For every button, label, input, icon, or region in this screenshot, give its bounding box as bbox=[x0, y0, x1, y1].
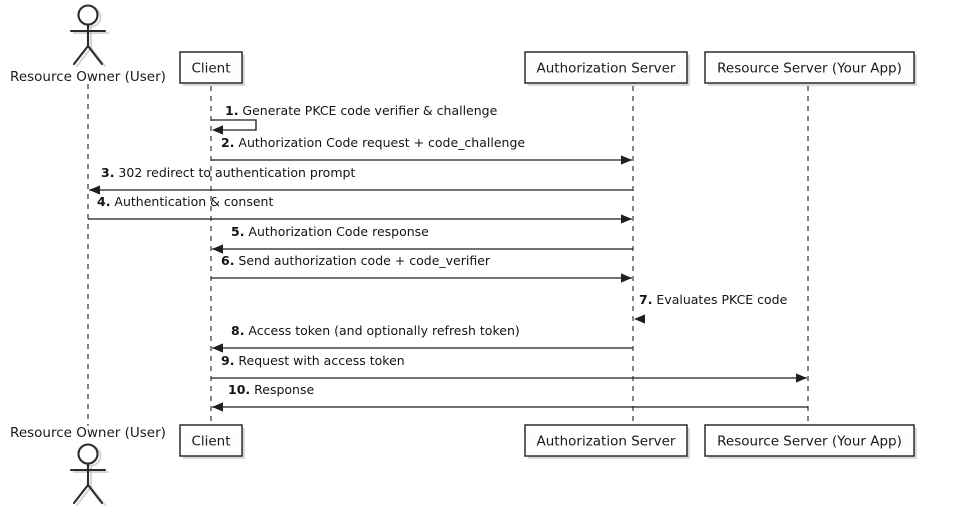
actor-label-resource-owner-bottom: Resource Owner (User) bbox=[10, 425, 166, 441]
message-text: Send authorization code + code_verifier bbox=[234, 253, 490, 268]
participant-label-client: Client bbox=[191, 61, 230, 77]
message-label-10: 10. Response bbox=[228, 382, 314, 397]
message-5[interactable]: 5. Authorization Code response bbox=[212, 224, 633, 254]
participant-box-resource-server-top[interactable]: Resource Server (Your App) bbox=[704, 51, 917, 86]
participant-label-resource-server: Resource Server (Your App) bbox=[717, 434, 902, 450]
message-text: Evaluates PKCE code bbox=[652, 292, 787, 307]
actor-resource-owner-bottom[interactable]: Resource Owner (User) bbox=[10, 425, 166, 506]
participant-label-client: Client bbox=[191, 434, 230, 450]
message-label-5: 5. Authorization Code response bbox=[231, 224, 429, 239]
message-6[interactable]: 6. Send authorization code + code_verifi… bbox=[211, 253, 632, 283]
arrowhead-icon bbox=[621, 155, 632, 165]
message-text: 302 redirect to authentication prompt bbox=[114, 165, 355, 180]
participant-box-client-top[interactable]: Client bbox=[179, 51, 245, 86]
participant-box-authorization-server-top[interactable]: Authorization Server bbox=[524, 51, 690, 86]
participant-box-client-bottom[interactable]: Client bbox=[179, 424, 245, 459]
message-number: 9. bbox=[221, 353, 234, 368]
message-label-3: 3. 302 redirect to authentication prompt bbox=[101, 165, 355, 180]
message-text: Access token (and optionally refresh tok… bbox=[244, 323, 519, 338]
message-label-4: 4. Authentication & consent bbox=[97, 194, 273, 209]
arrowhead-icon bbox=[796, 373, 807, 383]
message-text: Authorization Code request + code_challe… bbox=[234, 135, 525, 150]
participant-box-authorization-server-bottom[interactable]: Authorization Server bbox=[524, 424, 690, 459]
messages-layer: 1. Generate PKCE code verifier & challen… bbox=[88, 103, 808, 412]
arrowhead-icon bbox=[634, 314, 645, 324]
message-4[interactable]: 4. Authentication & consent bbox=[88, 194, 632, 224]
participant-box-rect bbox=[704, 51, 915, 84]
actor-figure-top bbox=[69, 4, 107, 66]
participant-box-rect bbox=[179, 51, 243, 84]
message-text: Request with access token bbox=[234, 353, 404, 368]
arrowhead-icon bbox=[621, 214, 632, 224]
message-label-8: 8. Access token (and optionally refresh … bbox=[231, 323, 520, 338]
message-label-6: 6. Send authorization code + code_verifi… bbox=[221, 253, 491, 268]
arrowhead-icon bbox=[212, 125, 223, 135]
participant-box-rect bbox=[179, 424, 243, 457]
message-text: Authentication & consent bbox=[110, 194, 273, 209]
message-1[interactable]: 1. Generate PKCE code verifier & challen… bbox=[211, 103, 498, 135]
message-number: 8. bbox=[231, 323, 244, 338]
participant-box-resource-server-bottom[interactable]: Resource Server (Your App) bbox=[704, 424, 917, 459]
self-message-path bbox=[211, 119, 257, 131]
arrowhead-icon bbox=[212, 343, 223, 353]
actor-figure-bottom bbox=[69, 443, 107, 505]
message-3[interactable]: 3. 302 redirect to authentication prompt bbox=[89, 165, 633, 195]
participant-label-authorization-server: Authorization Server bbox=[537, 61, 676, 77]
participant-box-rect bbox=[524, 51, 688, 84]
lifelines-layer bbox=[87, 84, 809, 426]
actor-label-resource-owner-top: Resource Owner (User) bbox=[10, 69, 166, 85]
message-text: Response bbox=[250, 382, 314, 397]
message-9[interactable]: 9. Request with access token bbox=[211, 353, 807, 383]
message-number: 3. bbox=[101, 165, 114, 180]
message-label-7: 7. Evaluates PKCE code bbox=[639, 292, 788, 307]
participant-label-resource-server: Resource Server (Your App) bbox=[717, 61, 902, 77]
message-text: Authorization Code response bbox=[244, 224, 429, 239]
arrowhead-icon bbox=[621, 273, 632, 283]
message-label-1: 1. Generate PKCE code verifier & challen… bbox=[225, 103, 498, 118]
message-number: 10. bbox=[228, 382, 250, 397]
message-label-2: 2. Authorization Code request + code_cha… bbox=[221, 135, 525, 150]
participant-box-rect bbox=[704, 424, 915, 457]
message-number: 4. bbox=[97, 194, 110, 209]
arrowhead-icon bbox=[212, 402, 223, 412]
message-8[interactable]: 8. Access token (and optionally refresh … bbox=[212, 323, 633, 353]
message-text: Generate PKCE code verifier & challenge bbox=[238, 103, 497, 118]
arrowhead-icon bbox=[89, 185, 100, 195]
message-number: 5. bbox=[231, 224, 244, 239]
message-7[interactable]: 7. Evaluates PKCE code bbox=[634, 292, 788, 324]
message-2[interactable]: 2. Authorization Code request + code_cha… bbox=[211, 135, 632, 165]
actor-resource-owner-top[interactable]: Resource Owner (User) bbox=[10, 4, 166, 86]
participant-box-rect bbox=[524, 424, 688, 457]
message-number: 1. bbox=[225, 103, 238, 118]
message-10[interactable]: 10. Response bbox=[212, 382, 808, 412]
message-number: 7. bbox=[639, 292, 652, 307]
message-number: 6. bbox=[221, 253, 234, 268]
message-number: 2. bbox=[221, 135, 234, 150]
arrowhead-icon bbox=[212, 244, 223, 254]
message-label-9: 9. Request with access token bbox=[221, 353, 405, 368]
participant-label-authorization-server: Authorization Server bbox=[537, 434, 676, 450]
